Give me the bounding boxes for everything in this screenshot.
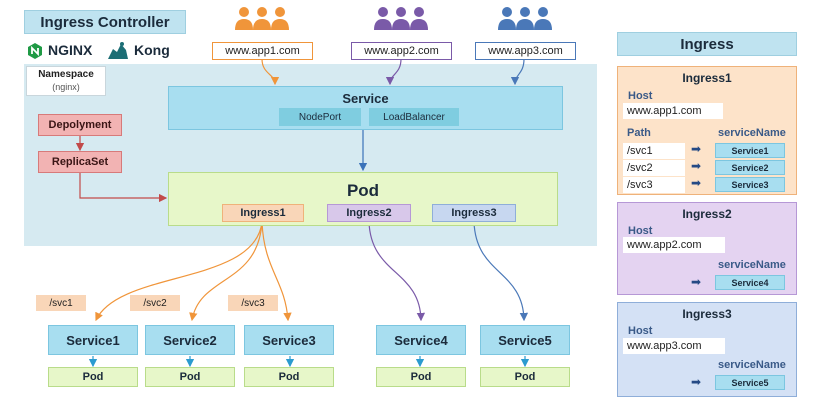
ing2-svc4-link: [368, 221, 426, 322]
ingress3-host-label: Host: [628, 325, 653, 337]
namespace-title: Namespace: [38, 69, 94, 80]
service3-box: Service3: [244, 325, 334, 355]
ingress1-service-2: Service2: [715, 160, 785, 175]
service4-box: Service4: [376, 325, 466, 355]
service5-box: Service5: [480, 325, 570, 355]
arrow-right-icon: ➡: [691, 159, 702, 173]
users-group-icon: [373, 6, 429, 34]
service5-pod: Pod: [480, 367, 570, 387]
service2-box: Service2: [145, 325, 235, 355]
ingress1-host-label: Host: [628, 90, 653, 102]
namespace-value: (nginx): [52, 82, 80, 92]
ingress2-host-value: www.app2.com: [623, 237, 725, 253]
service2-pod: Pod: [145, 367, 235, 387]
arrow-right-icon: ➡: [691, 142, 702, 156]
user2-link: [385, 58, 402, 86]
nginx-logo-icon: [26, 42, 44, 60]
diagram-title: Ingress Controller: [24, 10, 186, 34]
ingress3-tag: Ingress3: [432, 204, 516, 222]
ingress-panel-title: Ingress: [617, 32, 797, 56]
ingress2-service: Service4: [715, 275, 785, 290]
service-box: Service: [168, 86, 563, 130]
replicaset-box: ReplicaSet: [38, 151, 122, 173]
arrow-right-icon: ➡: [691, 375, 702, 389]
ingress1-path-1: /svc1: [623, 143, 685, 159]
rs-pod-link: [79, 173, 168, 203]
users-group-icon: [497, 6, 553, 34]
ingress1-path-label: Path: [627, 127, 651, 139]
ingress1-service-3: Service3: [715, 177, 785, 192]
service1-box: Service1: [48, 325, 138, 355]
path-tag-svc1: /svc1: [36, 295, 86, 311]
users-group-icon: [234, 6, 290, 34]
ingress2-title: Ingress2: [682, 207, 732, 221]
user1-url: www.app1.com: [212, 42, 313, 60]
ingress2-host-label: Host: [628, 225, 653, 237]
service3-pod: Pod: [244, 367, 334, 387]
ing1-svc2-link: [189, 221, 263, 322]
ingress1-servicename-label: serviceName: [718, 127, 786, 139]
kong-brand: Kong: [134, 42, 170, 58]
port-loadbalancer: LoadBalancer: [369, 108, 459, 126]
path-tag-svc2: /svc2: [130, 295, 180, 311]
arrow-right-icon: ➡: [691, 275, 702, 289]
ingress3-title: Ingress3: [682, 307, 732, 321]
deployment-box: Depolyment: [38, 114, 122, 136]
ingress1-path-3: /svc3: [623, 177, 685, 193]
user3-url: www.app3.com: [475, 42, 576, 60]
ing1-svc3-link: [261, 221, 292, 322]
ingress1-path-2: /svc2: [623, 160, 685, 176]
port-nodeport: NodePort: [279, 108, 361, 126]
user1-link: [261, 58, 280, 86]
ingress2-servicename-label: serviceName: [718, 259, 786, 271]
ingress3-servicename-label: serviceName: [718, 359, 786, 371]
ingress1-service-1: Service1: [715, 143, 785, 158]
user2-url: www.app2.com: [351, 42, 452, 60]
arrow-right-icon: ➡: [691, 176, 702, 190]
ing1-svc1-link: [95, 221, 263, 322]
kong-logo-icon: [106, 40, 130, 60]
ingress1-host-value: www.app1.com: [623, 103, 723, 119]
path-tag-svc3: /svc3: [228, 295, 278, 311]
user3-link: [510, 58, 525, 86]
ingress3-host-value: www.app3.com: [623, 338, 725, 354]
ingress1-tag: Ingress1: [222, 204, 304, 222]
ingress3-service: Service5: [715, 375, 785, 390]
nginx-brand: NGINX: [48, 42, 93, 58]
service-title: Service: [342, 91, 389, 106]
pod-title: Pod: [346, 181, 380, 200]
service1-pod: Pod: [48, 367, 138, 387]
ing3-svc5-link: [473, 221, 529, 322]
service4-pod: Pod: [376, 367, 466, 387]
ingress2-tag: Ingress2: [327, 204, 411, 222]
namespace-label: Namespace (nginx): [26, 66, 106, 96]
ingress1-title: Ingress1: [682, 71, 732, 85]
